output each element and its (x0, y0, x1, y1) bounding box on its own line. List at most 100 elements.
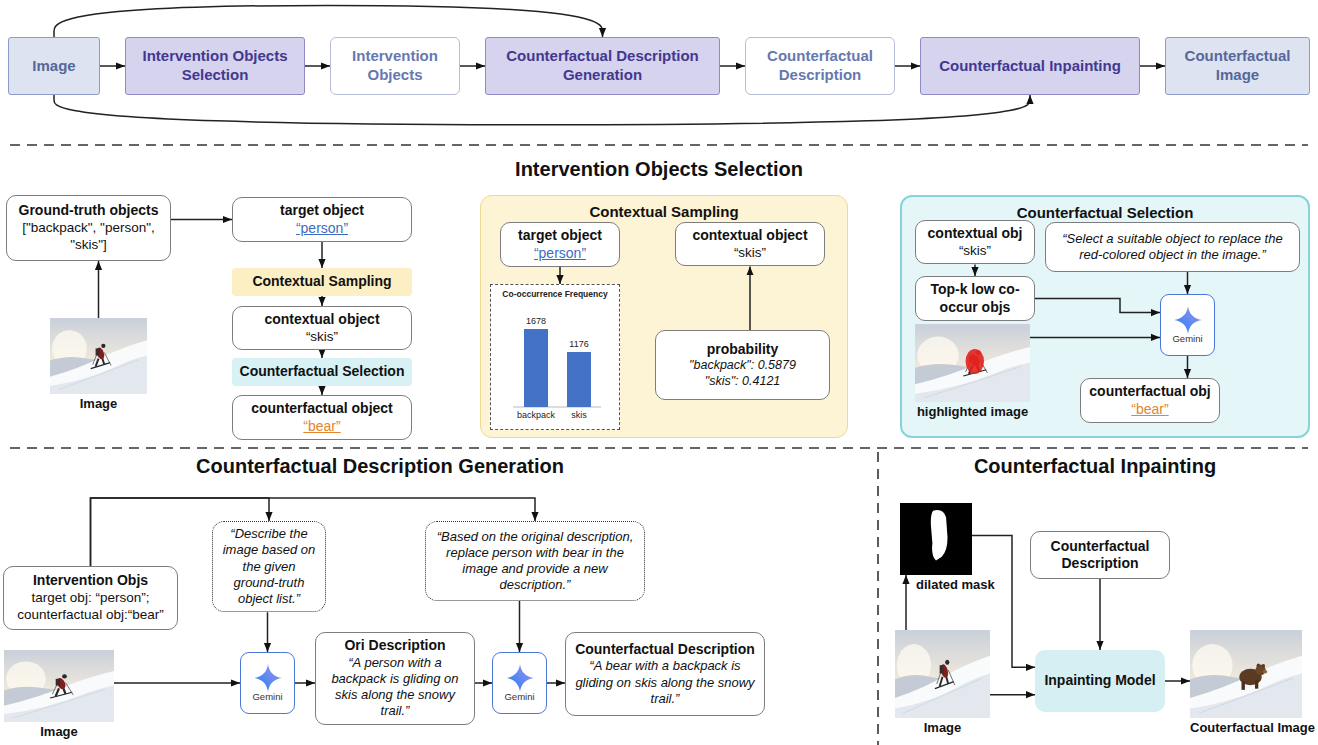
photo-part (915, 324, 1030, 402)
description-box: Counterfactual Description“A bear with a… (565, 632, 765, 716)
stage-label: Counterfactual Description Generation (492, 47, 713, 85)
photo-part (915, 347, 1030, 402)
chart-label: skis (571, 410, 587, 421)
connector-arrow (1165, 680, 1190, 682)
section-title: Intervention Objects Selection (515, 157, 803, 182)
photo-picture (50, 318, 147, 394)
connector-arrow (91, 498, 536, 566)
chart-part (524, 329, 548, 407)
box-heading: target object (280, 202, 364, 220)
box-text: “skis” (306, 329, 338, 346)
model-logo (1174, 306, 1202, 334)
step-band: Contextual Sampling (232, 268, 412, 296)
box-heading: Intervention Objs (33, 572, 148, 590)
photo-part (1190, 656, 1302, 718)
photo-part (55, 677, 67, 690)
chart-label: backpack (517, 410, 555, 421)
mask-image: dilated mask (900, 503, 972, 575)
photo-part (13, 689, 105, 718)
connector-arrow (905, 575, 907, 630)
connector-arrow (990, 694, 1035, 696)
connector-arrow (114, 682, 240, 684)
connector-arrow (91, 498, 270, 566)
model-icon: Gemini (240, 652, 295, 714)
photo-part (895, 656, 990, 718)
photo-part (96, 359, 105, 367)
photo-part (50, 355, 147, 394)
stage-box: Counterfactual Description Generation (485, 37, 720, 95)
photo-part (895, 630, 990, 718)
box-text: target obj: “person”; (32, 590, 150, 607)
photo-part (104, 352, 111, 365)
photo-part (50, 318, 147, 394)
box-heading: counterfactual object (251, 400, 393, 418)
connector-arrow (1187, 272, 1189, 294)
image-caption: Couterfactual Image (1190, 720, 1302, 736)
object-box: target object“person” (232, 197, 412, 242)
divider-line (877, 452, 879, 745)
photo-part (96, 348, 100, 355)
photo-part (95, 347, 105, 361)
probability-value: "skis": 0.4121 (705, 374, 781, 390)
photo-part (940, 677, 949, 686)
box-text: counterfactual obj:“bear” (17, 607, 163, 624)
photo-part (945, 660, 949, 665)
box-heading: Counterfactual Selection (240, 363, 405, 381)
input-box: Image (8, 37, 100, 95)
box-heading: probability (707, 341, 779, 359)
prompt-text: “A bear with a backpack is gliding on sk… (572, 658, 758, 707)
box-heading: Ground-truth objects (19, 202, 159, 220)
photo-part (91, 363, 110, 369)
photo-part (4, 671, 114, 722)
stage-label: Intervention Objects Selection (132, 47, 298, 85)
photo-part (56, 679, 60, 686)
box-text: “skis” (959, 243, 991, 260)
photo-part (62, 674, 67, 678)
model-name: Gemini (252, 692, 282, 702)
target-word: “person” (296, 220, 348, 238)
photo-part (1263, 670, 1267, 674)
counterfactual-word: “bear” (303, 418, 340, 436)
connector-arrow (1030, 337, 1160, 339)
description-box: Counterfactual Description (1030, 531, 1170, 579)
photo-part (935, 682, 954, 689)
section-title: Counterfactual Description Generation (196, 454, 564, 479)
stage-label: Intervention Objects (337, 47, 453, 85)
photo-picture (895, 630, 990, 718)
model-icon: Gemini (1160, 294, 1215, 356)
stage-box: Counterfactual Inpainting (920, 37, 1140, 95)
connector-arrow (1140, 65, 1165, 67)
object-box: target object“person” (500, 222, 620, 267)
bar-chart: Co-occurrence Frequency16781176backpacks… (490, 284, 620, 430)
photo-part (900, 503, 972, 575)
connector-arrow (267, 612, 269, 652)
connector-arrow (547, 682, 565, 684)
box-heading: Ori Description (344, 637, 445, 655)
probability-value: "backpack": 0.5879 (689, 358, 796, 374)
photo-part (948, 670, 955, 685)
object-box: contextual object“skis” (675, 222, 825, 266)
prompt-text: “Describe the image based on the given g… (219, 526, 319, 607)
connector-arrow (98, 261, 100, 318)
photo-part (939, 663, 949, 679)
photo-part (1255, 680, 1258, 688)
stage-label: Image (32, 57, 75, 76)
counterfactual-word: “bear” (1131, 401, 1168, 419)
photo-part (1190, 630, 1302, 718)
model-logo (254, 664, 282, 692)
stage-label: Counterfactual Inpainting (939, 57, 1121, 76)
panel-title: Contextual Sampling (589, 200, 738, 222)
prompt-text: “Based on the original description, repl… (432, 529, 638, 594)
divider-line (10, 144, 1308, 146)
object-box: Intervention Objstarget obj: “person”;co… (3, 566, 178, 630)
chart-title: Co-occurrence Frequency (502, 289, 607, 300)
connector-arrow (559, 267, 561, 284)
photo-part (931, 510, 948, 561)
box-heading: Contextual Sampling (252, 273, 391, 291)
chart-label: 1176 (569, 339, 588, 350)
stage-label: Counterfactual Image (1172, 47, 1303, 85)
photo: Image (4, 650, 114, 722)
stage-label: Counterfactual Description (752, 47, 888, 85)
image-caption: Image (40, 724, 78, 740)
photo-part (940, 665, 944, 673)
